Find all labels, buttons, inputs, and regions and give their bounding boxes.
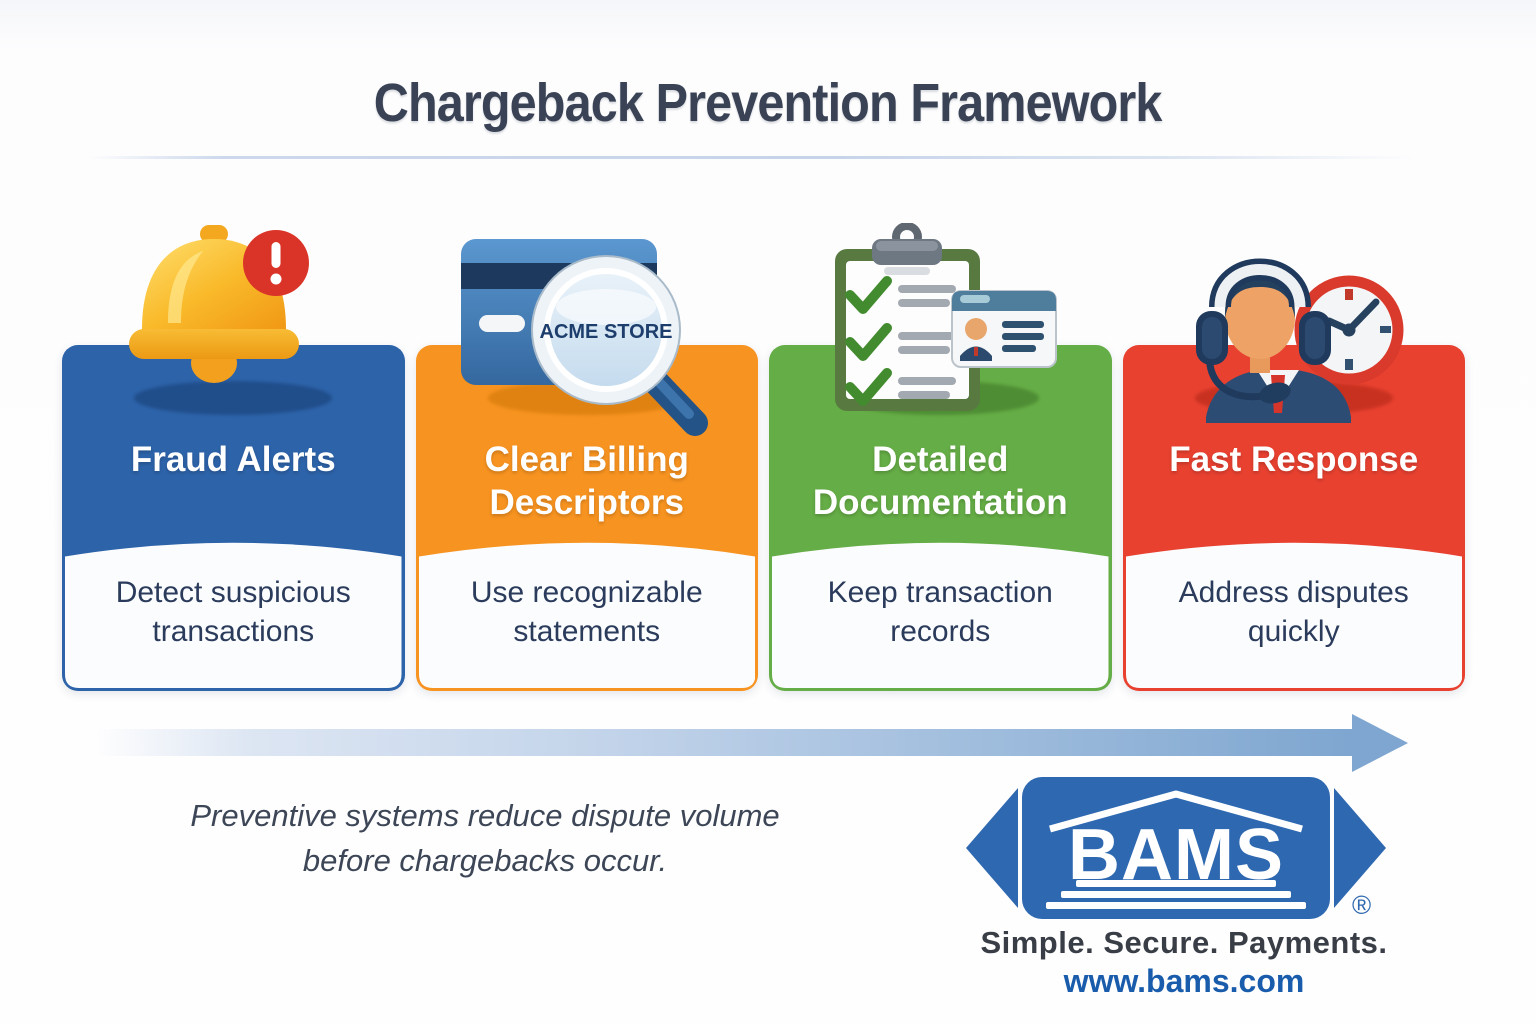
page-title: Chargeback Prevention Framework (0, 72, 1536, 134)
credit-card-magnifier-icon: ACME STORE (437, 223, 737, 468)
cards-row: Fraud Alerts Detect suspicious transacti… (62, 222, 1465, 691)
card-wave (1125, 542, 1462, 688)
bank-pediment-icon (1049, 790, 1303, 833)
title-divider (88, 156, 1444, 159)
page-title-text: Chargeback Prevention Framework (374, 73, 1163, 133)
card-wave (65, 542, 402, 688)
card-title: Clear Billing Descriptors (484, 440, 689, 522)
logo-left-arrow-icon (966, 788, 1018, 908)
flow-arrow (96, 712, 1408, 774)
support-agent-clock-icon (1144, 223, 1444, 468)
card-description: Detect suspicious transactions (115, 576, 351, 648)
brand-slogan: Simple. Secure. Payments. (980, 925, 1388, 960)
card-description: Use recognizable statements (470, 576, 703, 648)
card-wave (772, 542, 1109, 688)
flow-arrow-bar (96, 729, 1354, 756)
logo-right-arrow-icon (1334, 788, 1386, 908)
bank-steps-icon (1046, 880, 1306, 909)
registered-mark: ® (1352, 890, 1372, 920)
card-wave (418, 542, 755, 688)
card-description: Address disputes quickly (1178, 576, 1409, 648)
tagline: Preventive systems reduce dispute volume… (133, 793, 837, 883)
clear-billing-descriptors-card: ACME STORE Clear Billing Descriptors Use… (415, 239, 758, 691)
brand-website: www.bams.com (1063, 963, 1305, 999)
bams-logo: BAMS (966, 777, 1386, 919)
magnifier-label: ACME STORE (539, 321, 672, 343)
card-title: Detailed Documentation (812, 440, 1068, 522)
tagline-line-1: Preventive systems reduce dispute volume (190, 798, 780, 833)
fast-response-card: Fast Response Address disputes quickly (1122, 258, 1465, 691)
fraud-alerts-card: Fraud Alerts Detect suspicious transacti… (62, 225, 405, 691)
flow-arrow-head-icon (1352, 714, 1408, 772)
alert-bell-icon (83, 223, 383, 468)
icon-shadow (134, 381, 333, 415)
card-title: Fraud Alerts (130, 440, 336, 479)
clipboard-checklist-icon (790, 222, 1090, 468)
card-title: Fast Response (1169, 440, 1419, 479)
card-description: Keep transaction records (827, 576, 1053, 648)
tagline-line-2: before chargebacks occur. (302, 843, 668, 878)
detailed-documentation-card: Detailed Documentation Keep transaction … (769, 222, 1112, 691)
